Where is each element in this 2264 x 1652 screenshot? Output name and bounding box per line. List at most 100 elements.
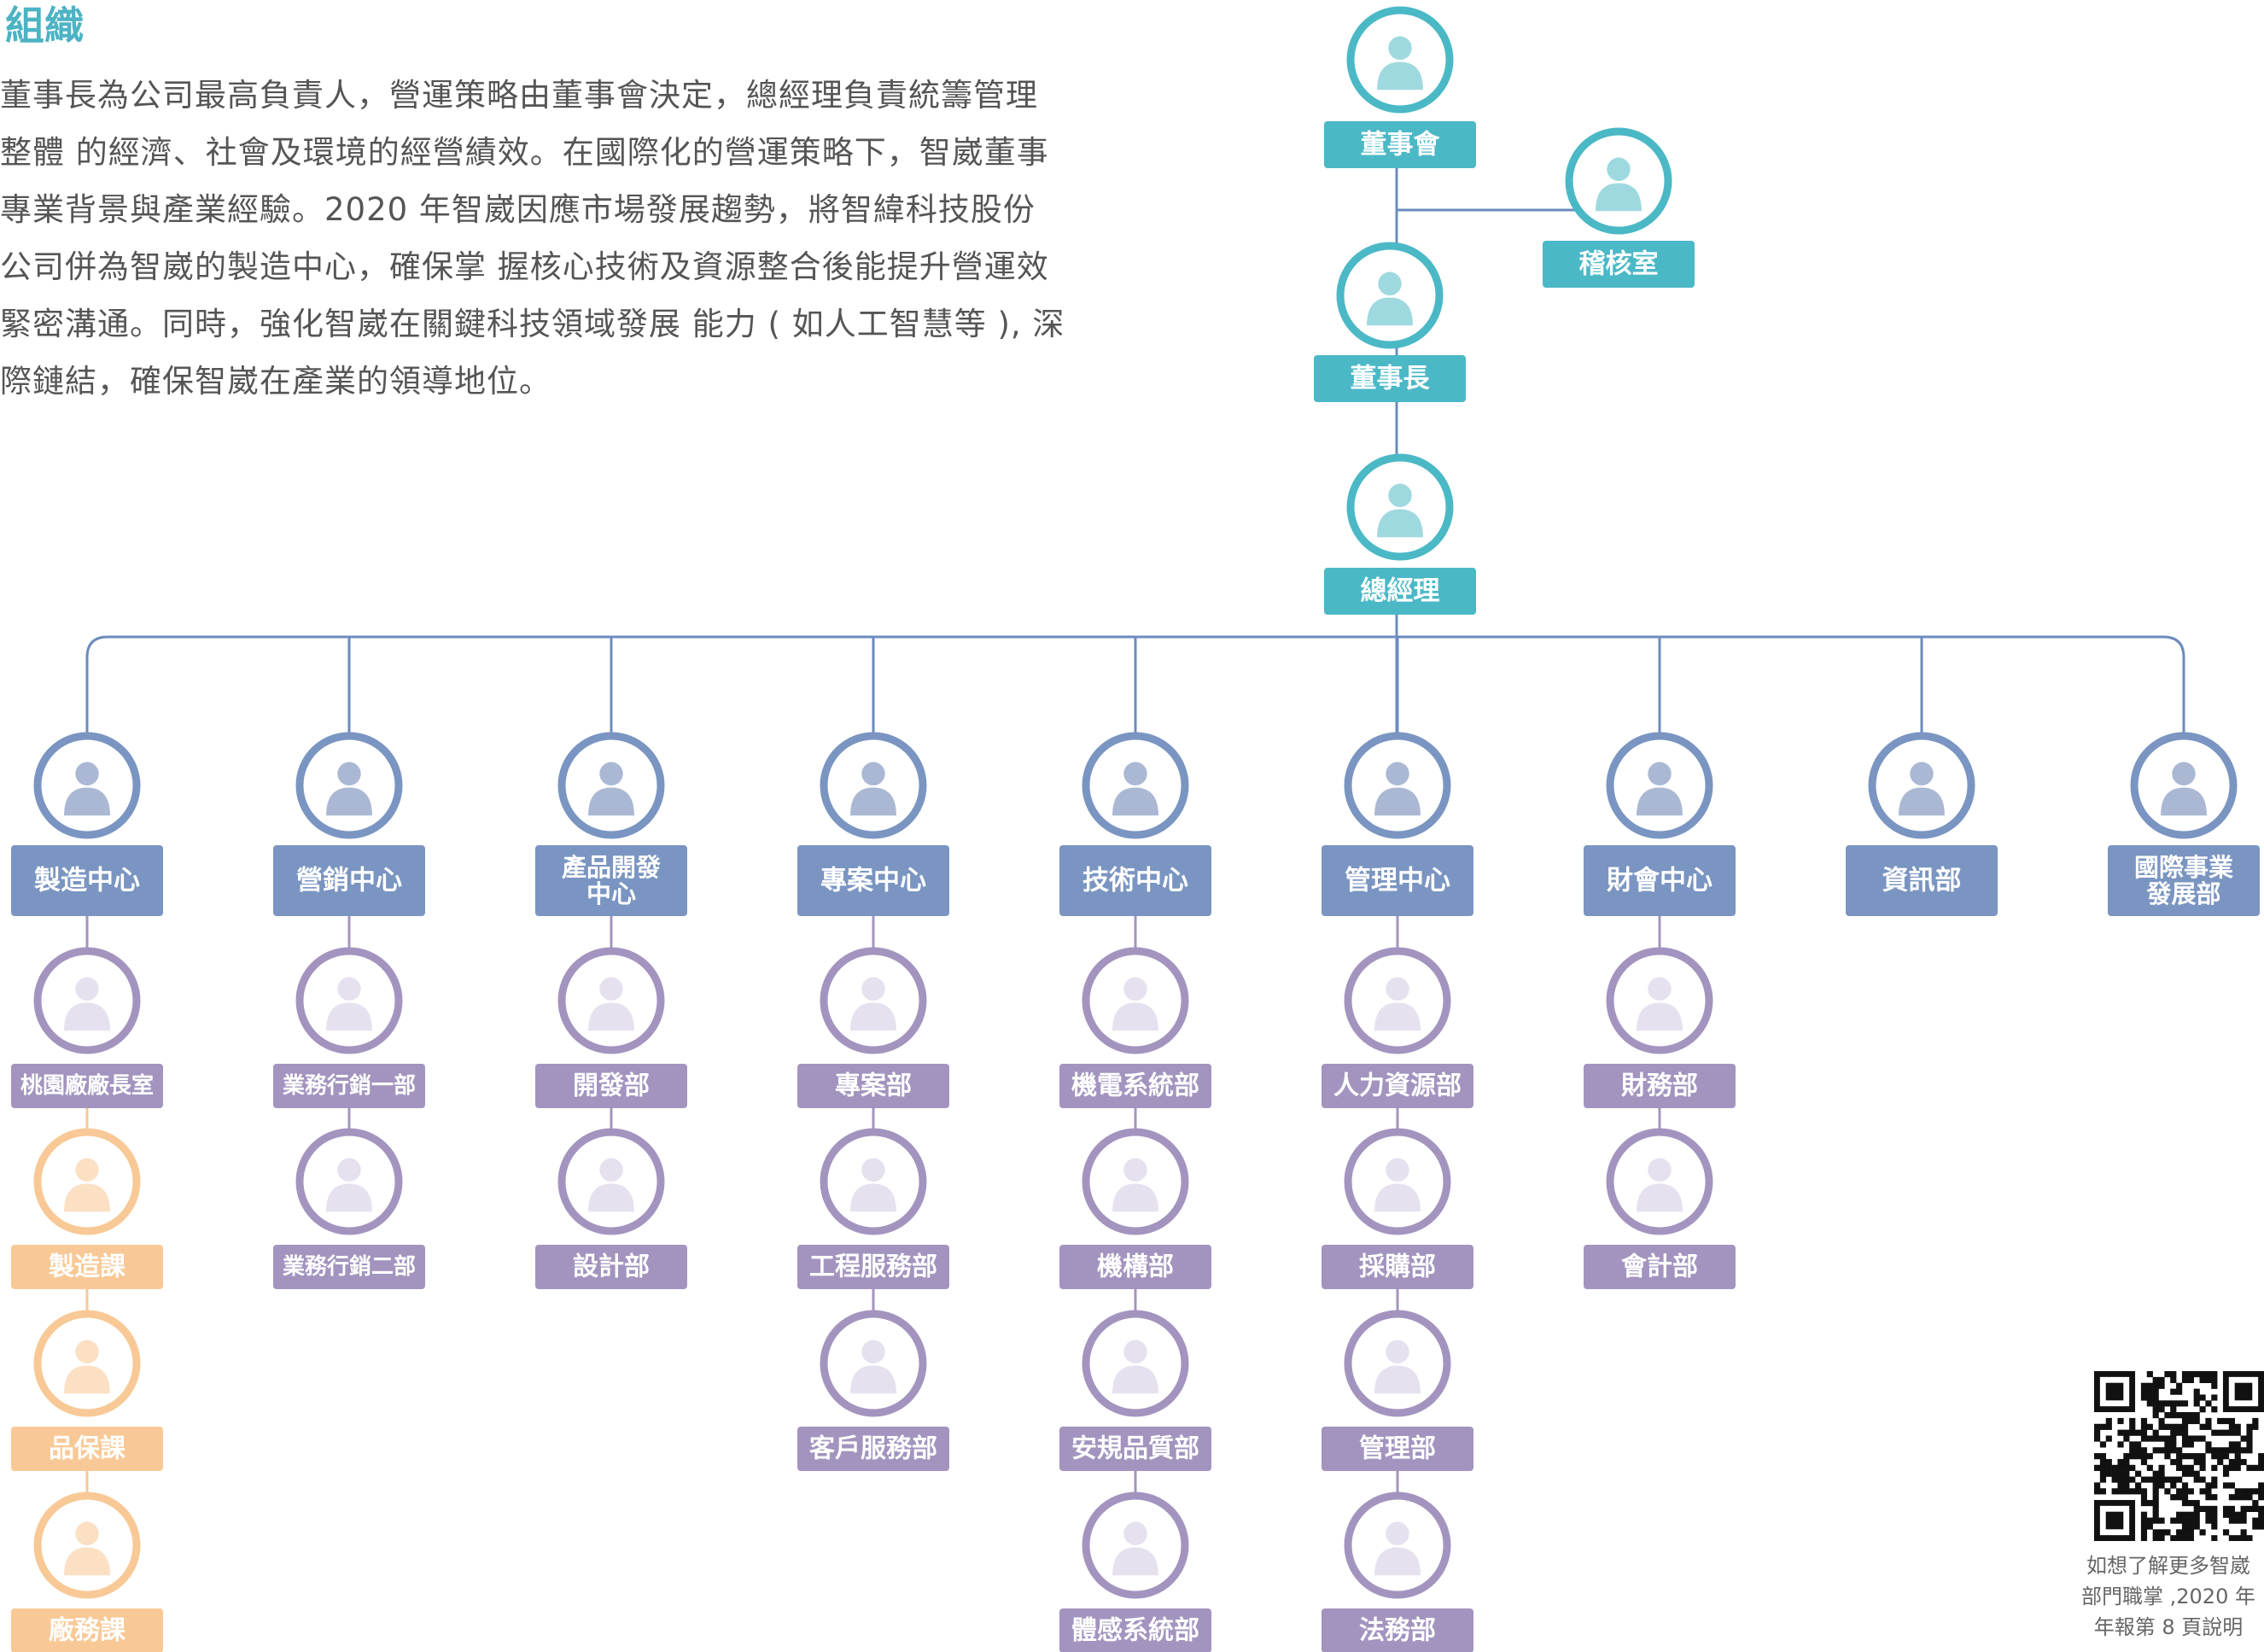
person-icon	[557, 947, 665, 1054]
department-2-label: 營銷中心	[296, 866, 402, 896]
person-icon	[33, 732, 141, 839]
person-icon	[1606, 1128, 1713, 1235]
audit-node-label: 稽核室	[1579, 249, 1659, 280]
sub-department[interactable]: 專案部	[797, 1064, 949, 1108]
sub-department[interactable]: 業務行銷二部	[273, 1245, 425, 1289]
sub-department[interactable]: 客戶服務部	[797, 1427, 949, 1471]
sub-department[interactable]: 機電系統部	[1059, 1064, 1211, 1108]
sub-department-box	[273, 1245, 425, 1289]
sub-department[interactable]: 採購部	[1322, 1245, 1473, 1289]
sub-department[interactable]: 工程服務部	[797, 1245, 949, 1289]
department-6[interactable]: 管理中心	[1322, 845, 1473, 916]
person-icon	[820, 1310, 927, 1417]
chairman-node-label: 董事長	[1351, 364, 1431, 394]
sub-department-label: 會計部	[1621, 1252, 1698, 1282]
sub-department-box	[1059, 1427, 1211, 1471]
person-icon	[295, 947, 403, 1054]
sub-department-box	[11, 1245, 163, 1289]
sub-department[interactable]: 體感系統部	[1059, 1608, 1211, 1652]
sub-department-label: 法務部	[1359, 1616, 1436, 1646]
person-icon	[1082, 1310, 1189, 1417]
department-8[interactable]: 資訊部	[1846, 845, 1998, 916]
department-2[interactable]: 營銷中心	[273, 845, 425, 916]
person-icon	[1565, 127, 1672, 235]
person-icon	[1082, 947, 1189, 1054]
sub-department[interactable]: 會計部	[1584, 1245, 1736, 1289]
sub-department-label: 機構部	[1097, 1252, 1174, 1282]
department-5-box	[1059, 845, 1211, 916]
sub-department-box	[1059, 1608, 1211, 1652]
chairman-node-box	[1314, 355, 1466, 402]
sub-department[interactable]: 管理部	[1322, 1427, 1473, 1471]
department-6-label: 管理中心	[1345, 866, 1450, 896]
person-icon	[1082, 1491, 1189, 1599]
sub-department-box	[1322, 1608, 1473, 1652]
gm-node-label: 總經理	[1361, 576, 1440, 607]
person-icon	[2130, 732, 2238, 839]
intro-line: 公司併為智崴的製造中心，確保掌 握核心技術及資源整合後能提升營運效	[0, 248, 1049, 285]
sub-department-label: 客戶服務部	[809, 1434, 937, 1464]
sub-department[interactable]: 業務行銷一部	[273, 1064, 425, 1108]
department-9-label: 國際事業	[2134, 853, 2233, 882]
sub-department[interactable]: 桃園廠廠長室	[11, 1064, 163, 1108]
audit-node[interactable]: 稽核室	[1543, 241, 1695, 288]
department-5[interactable]: 技術中心	[1059, 845, 1211, 916]
sub-department-box	[273, 1064, 425, 1108]
department-4-label: 專案中心	[820, 866, 926, 896]
department-1-label: 製造中心	[34, 866, 140, 896]
sub-department[interactable]: 製造課	[11, 1245, 163, 1289]
department-4[interactable]: 專案中心	[797, 845, 949, 916]
sub-department[interactable]: 財務部	[1584, 1064, 1736, 1108]
person-icon	[295, 732, 403, 839]
sub-department-box	[1322, 1427, 1473, 1471]
person-icon	[1082, 732, 1189, 839]
qr-code[interactable]	[2094, 1371, 2264, 1542]
sub-department[interactable]: 安規品質部	[1059, 1427, 1211, 1471]
sub-department-box	[797, 1245, 949, 1289]
person-icon	[1082, 1128, 1189, 1235]
person-icon	[820, 947, 927, 1054]
intro-line: 董事長為公司最高負責人，營運策略由董事會決定，總經理負責統籌管理	[0, 77, 1038, 114]
sub-department[interactable]: 機構部	[1059, 1245, 1211, 1289]
board-node[interactable]: 董事會	[1324, 121, 1476, 168]
department-9-box	[2108, 845, 2260, 916]
department-7-box	[1584, 845, 1736, 916]
sub-department[interactable]: 廠務課	[11, 1608, 163, 1652]
sub-department[interactable]: 人力資源部	[1322, 1064, 1473, 1108]
department-1[interactable]: 製造中心	[11, 845, 163, 916]
gm-node[interactable]: 總經理	[1324, 568, 1476, 615]
sub-department-label: 開發部	[573, 1071, 650, 1101]
audit-node-box	[1543, 241, 1695, 288]
person-icon	[1344, 1491, 1451, 1599]
chairman-node[interactable]: 董事長	[1314, 355, 1466, 402]
department-8-label: 資訊部	[1882, 866, 1962, 896]
department-5-label: 技術中心	[1082, 866, 1188, 896]
sub-department-box	[11, 1608, 163, 1652]
sub-department-box	[797, 1427, 949, 1471]
sub-department-label: 人力資源部	[1333, 1071, 1462, 1101]
intro-line: 專業背景與產業經驗。2020 年智崴因應市場發展趨勢，將智緯科技股份	[0, 191, 1036, 228]
sub-department-label: 財務部	[1621, 1071, 1698, 1101]
sub-department-box	[1059, 1064, 1211, 1108]
sub-department-label: 工程服務部	[809, 1252, 937, 1282]
sub-department[interactable]: 品保課	[11, 1427, 163, 1471]
department-7[interactable]: 財會中心	[1584, 845, 1736, 916]
intro-line: 際鏈結，確保智崴在產業的領導地位。	[0, 363, 551, 400]
sub-department-box	[797, 1064, 949, 1108]
qr-caption-line: 年報第 8 頁說明	[2093, 1615, 2244, 1639]
sub-department-label: 設計部	[573, 1252, 650, 1282]
sub-department[interactable]: 開發部	[535, 1064, 687, 1108]
sub-department-label: 製造課	[49, 1252, 126, 1282]
person-icon	[1606, 947, 1713, 1054]
sub-department[interactable]: 法務部	[1322, 1608, 1473, 1652]
sub-department[interactable]: 設計部	[535, 1245, 687, 1289]
person-icon	[1606, 732, 1713, 839]
sub-department-label: 品保課	[49, 1434, 126, 1464]
person-icon	[1344, 1310, 1451, 1417]
person-icon	[1344, 1128, 1451, 1235]
qr-caption-line: 部門職掌 ,2020 年	[2081, 1585, 2255, 1608]
